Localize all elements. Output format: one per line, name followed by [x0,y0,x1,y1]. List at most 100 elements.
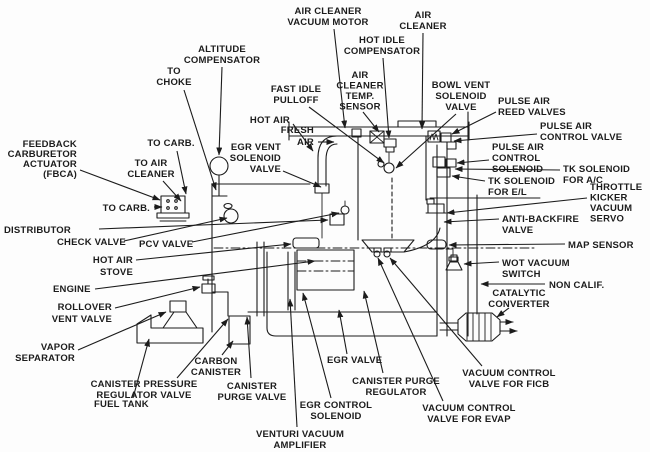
leader-altitude-compensator [216,66,223,156]
leader-throttle-kicker-vacuum-servo [446,197,588,216]
leader-canister-purge-regulator [362,290,384,374]
leader-lines [77,28,588,428]
map-sensor-part [426,239,459,262]
label-hot-air: HOT AIR [250,115,290,126]
leader-feedback-carburetor-actuator [79,169,161,201]
hose-runs [212,241,296,317]
leader-tk-solenoid-for-ac [454,166,561,173]
leader-to-choke [183,89,217,191]
carburetor-base-funnel [361,227,441,258]
leader-to-carb-upper [176,150,188,195]
leader-to-air-cleaner [162,180,182,202]
leader-map-sensor [448,241,566,248]
air-cleaner-temp-sensor-part [369,130,385,144]
leader-air-cleaner-temp-sensor [362,111,380,133]
carbon-canister-part [228,315,251,345]
leader-air-cleaner-vacuum-motor [333,28,348,129]
leader-pulse-air-reed-valves [451,111,497,135]
engine-assembly [136,111,541,345]
leader-bowl-vent-solenoid-valve [395,113,457,169]
label-map-sensor: MAP SENSOR [568,240,634,251]
distributor-part [329,213,345,226]
leader-venturi-vacuum-amplifier [287,298,298,428]
leader-check-valve [123,216,228,242]
leader-canister-pressure-regulator-valve [176,318,229,379]
label-non-calif: NON CALIF. [549,280,604,291]
feedback-carburetor-actuator-part [156,195,190,222]
wot-vacuum-switch-part [445,254,463,271]
label-egr-valve: EGR VALVE [327,355,382,366]
leader-anti-backfire-valve [443,218,500,225]
leader-egr-control-solenoid [302,292,332,399]
leader-carbon-canister [221,340,234,356]
leader-vacuum-control-valve-for-ficb [389,257,483,367]
leader-pulse-air-control-solenoid [456,159,490,166]
hot-idle-compensator-part [383,138,397,153]
air-cleaner-vacuum-motor-part [351,128,362,138]
fuel-tank-part [136,314,204,344]
leader-pcv-valve [191,211,340,243]
altitude-compensator-part [209,156,229,197]
leader-hot-air [292,123,314,152]
rollover-vent-valve-part [201,275,216,294]
leader-hot-air-stove [135,241,292,261]
catalytic-converter-part [439,312,518,342]
hot-air-stove-part [292,237,355,291]
leader-fuel-tank [132,338,150,399]
leader-distributor [98,217,329,230]
leader-wot-vacuum-switch [463,260,500,267]
label-to-carb-upper: TO CARB. [147,138,194,149]
check-valve-part [223,202,239,224]
label-to-carb-lower: TO CARB. [103,203,150,214]
leader-vapor-separator [77,311,167,351]
leader-egr-valve [337,309,348,355]
pulse-air-solenoid-cluster [432,156,457,178]
leader-pulse-air-control-valve [453,133,538,144]
label-check-valve: CHECK VALVE [57,237,126,248]
leader-rollover-vent-valve [114,285,201,309]
leader-fast-idle-pulloff [308,106,385,164]
pcv-valve-part [340,200,350,215]
vapor-separator-part [162,300,198,329]
bowl-vent-solenoid-part [427,130,457,150]
label-pcv-valve: PCV VALVE [139,239,193,250]
leader-air-cleaner [419,32,426,130]
leader-vacuum-control-valve-for-evap [377,257,444,402]
fresh-air-hose [314,135,338,239]
leader-engine [94,258,316,290]
leader-egr-vent-solenoid-valve [282,170,322,188]
label-engine: ENGINE [53,284,91,295]
